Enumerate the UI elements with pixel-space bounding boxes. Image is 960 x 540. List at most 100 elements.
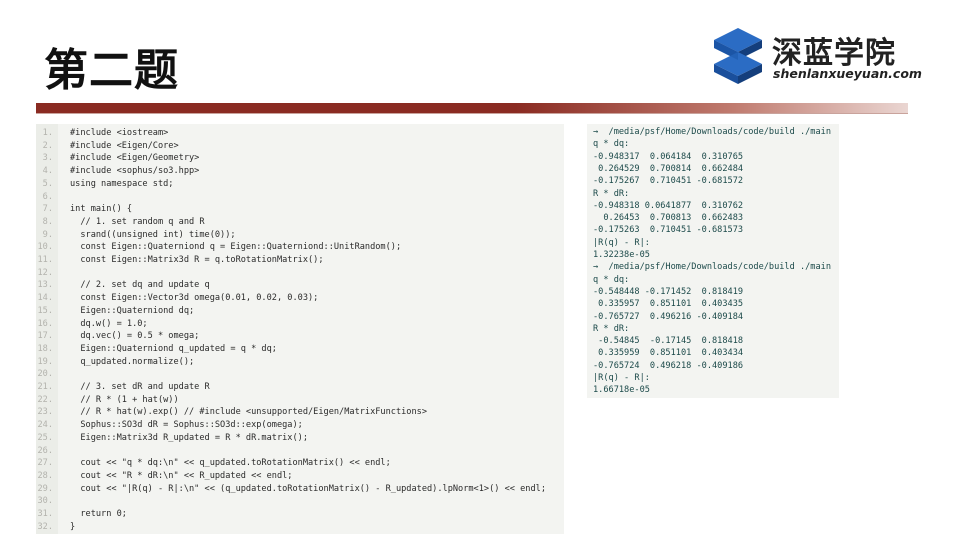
code-line: 2. #include <Eigen/Core>	[36, 140, 564, 153]
code-line: 15. Eigen::Quaterniond dq;	[36, 305, 564, 318]
line-number: 13.	[37, 280, 53, 291]
terminal-line: -0.175263 0.710451 -0.681573	[593, 225, 744, 236]
terminal-line: 1.32238e-05	[593, 250, 650, 260]
code-line: 7. int main() {	[36, 203, 564, 216]
terminal-line: 1.66718e-05	[593, 385, 650, 396]
line-number: 28.	[37, 470, 53, 481]
code-text: Eigen::Quaterniond q_updated = q * dq;	[70, 343, 277, 354]
line-number: 12.	[37, 267, 53, 278]
terminal-line: -0.948317 0.064184 0.310765	[593, 151, 744, 162]
terminal-line: |R(q) - R|:	[593, 373, 650, 383]
code-text: cout << "|R(q) - R|:\n" << (q_updated.to…	[70, 483, 546, 494]
terminal-line: → /media/psf/Home/Downloads/code/build .…	[593, 262, 831, 273]
code-line: 29. cout << "|R(q) - R|:\n" << (q_update…	[36, 483, 564, 496]
code-line: 5.using namespace std;	[36, 178, 564, 191]
code-line: 17. dq.vec() = 0.5 * omega;	[36, 330, 564, 343]
line-number: 1.	[42, 128, 53, 138]
terminal-line: → /media/psf/Home/Downloads/code/build .…	[593, 127, 831, 137]
code-line: 27. cout << "q * dq:\n" << q_updated.toR…	[36, 457, 564, 470]
line-number: 21.	[37, 382, 53, 392]
code-text	[58, 446, 70, 456]
line-number: 14.	[37, 293, 53, 304]
code-line: 18. Eigen::Quaterniond q_updated = q * d…	[36, 343, 564, 356]
terminal-line: -0.765727 0.496216 -0.409184	[593, 311, 744, 322]
code-text: #include <iostream>	[70, 128, 169, 138]
line-number: 18.	[37, 343, 53, 354]
line-number: 31.	[37, 509, 53, 519]
code-line: 11. const Eigen::Matrix3d R = q.toRotati…	[36, 254, 564, 267]
line-number: 6.	[42, 191, 53, 202]
code-text: int main() {	[70, 204, 133, 215]
code-line: 24. Sophus::SO3d dR = Sophus::SO3d::exp(…	[36, 419, 564, 432]
line-number: 4.	[42, 166, 53, 177]
code-text: #include <Eigen/Core>	[70, 140, 179, 151]
code-text: const Eigen::Matrix3d R = q.toRotationMa…	[70, 255, 324, 265]
shenlan-logo-icon	[714, 28, 762, 84]
code-line: 9. srand((unsigned int) time(0));	[36, 229, 564, 242]
code-text: const Eigen::Vector3d omega(0.01, 0.02, …	[70, 293, 319, 304]
terminal-line: -0.948318 0.0641877 0.310762	[593, 200, 744, 211]
line-number: 2.	[42, 140, 53, 151]
code-line: 22. // R * (1 + hat(w))	[36, 394, 564, 407]
code-line: 13. // 2. set dq and update q	[36, 279, 564, 292]
terminal-line: 0.335959 0.851101 0.403434	[593, 348, 744, 359]
line-number: 9.	[42, 229, 53, 240]
line-number: 24.	[37, 420, 53, 431]
terminal-line: -0.548448 -0.171452 0.818419	[593, 286, 744, 297]
code-line: 10. const Eigen::Quaterniond q = Eigen::…	[36, 241, 564, 254]
line-number: 29.	[37, 483, 53, 494]
line-number: 16.	[37, 318, 53, 329]
code-line: 23. // R * hat(w).exp() // #include <uns…	[36, 406, 564, 419]
terminal-line: -0.765724 0.496218 -0.409186	[593, 360, 744, 371]
code-text: q_updated.normalize();	[70, 356, 195, 367]
code-text: dq.w() = 1.0;	[70, 318, 148, 329]
line-number: 3.	[42, 153, 53, 164]
terminal-line: 0.264529 0.700814 0.662484	[593, 163, 744, 174]
line-number: 30.	[37, 496, 53, 507]
logo: 深蓝学院 shenlanxueyuan.com	[710, 26, 922, 88]
line-number: 10.	[37, 242, 53, 253]
code-text: using namespace std;	[70, 178, 174, 189]
terminal-line: R * dR:	[593, 188, 630, 199]
code-text	[58, 192, 70, 202]
code-text: // R * (1 + hat(w))	[70, 394, 179, 405]
code-line: 20.	[36, 368, 564, 381]
code-text: Eigen::Quaterniond dq;	[70, 305, 195, 316]
line-number: 19.	[37, 356, 53, 367]
terminal-line: |R(q) - R|:	[593, 237, 650, 248]
line-number-gutter	[36, 124, 58, 534]
code-text	[58, 369, 70, 379]
code-text: }	[70, 521, 76, 532]
code-text: cout << "q * dq:\n" << q_updated.toRotat…	[70, 458, 391, 469]
line-number: 25.	[37, 432, 53, 443]
code-text: dq.vec() = 0.5 * omega;	[70, 331, 200, 342]
code-text: Sophus::SO3d dR = Sophus::SO3d::exp(omeg…	[70, 420, 303, 431]
terminal-line: -0.54845 -0.17145 0.818418	[593, 336, 744, 347]
line-number: 17.	[37, 331, 53, 342]
code-text: #include <Eigen/Geometry>	[70, 153, 200, 164]
code-line: 16. dq.w() = 1.0;	[36, 318, 564, 331]
code-line: 8. // 1. set random q and R	[36, 216, 564, 229]
code-text: Eigen::Matrix3d R_updated = R * dR.matri…	[70, 432, 308, 443]
terminal-line: q * dq:	[593, 139, 630, 150]
logo-name: 深蓝学院	[772, 36, 896, 71]
code-text	[58, 268, 70, 278]
code-line: 31. return 0;	[36, 508, 564, 521]
code-line: 19. q_updated.normalize();	[36, 356, 564, 369]
code-line: 21. // 3. set dR and update R	[36, 381, 564, 394]
code-line: 12.	[36, 267, 564, 280]
line-number: 23.	[37, 407, 53, 418]
line-number: 27.	[37, 458, 53, 469]
line-number: 7.	[42, 204, 53, 215]
terminal-line: -0.175267 0.710451 -0.681572	[593, 176, 744, 187]
line-number: 26.	[37, 445, 53, 456]
title-divider	[36, 103, 908, 114]
line-number: 15.	[37, 305, 53, 316]
line-number: 8.	[42, 216, 53, 227]
terminal-line: R * dR:	[593, 323, 630, 334]
terminal-line: q * dq:	[593, 274, 630, 285]
code-text: const Eigen::Quaterniond q = Eigen::Quat…	[70, 242, 402, 253]
code-text: cout << "R * dR:\n" << R_updated << endl…	[70, 470, 293, 481]
slide-title: 第二题	[44, 45, 179, 96]
code-line: 32.}	[36, 521, 564, 534]
